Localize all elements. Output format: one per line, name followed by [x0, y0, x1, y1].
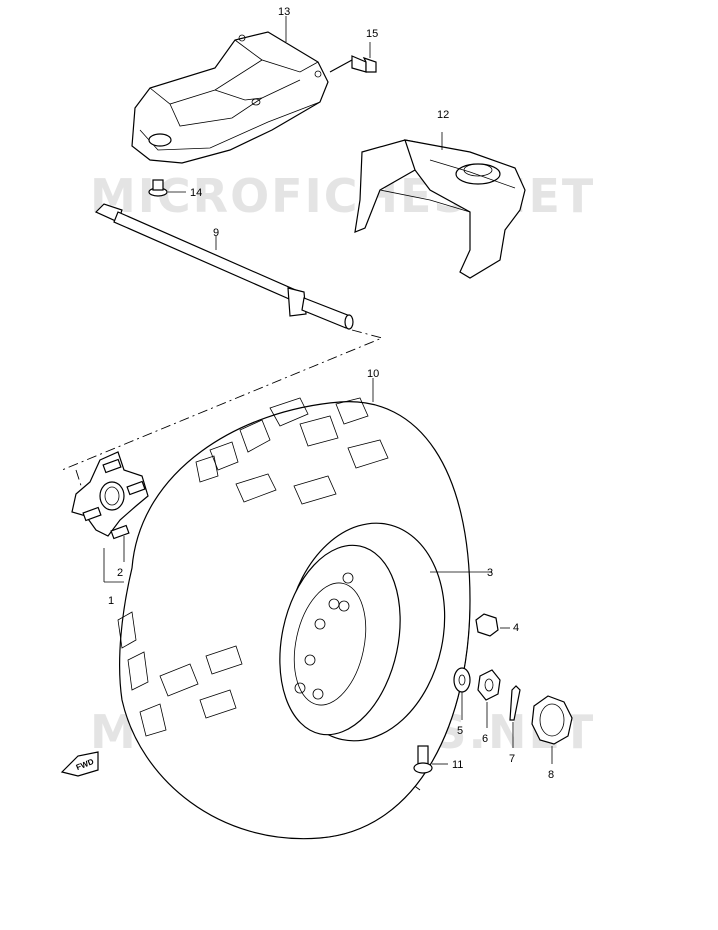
- washer-drawing: [453, 667, 471, 720]
- callout-8: 8: [548, 769, 554, 781]
- fwd-arrow-icon: FWD: [60, 751, 99, 777]
- wheel-nut-drawing: [475, 613, 510, 637]
- callout-7: 7: [509, 753, 515, 765]
- callout-3: 3: [487, 567, 493, 579]
- hub-drawing: [71, 451, 149, 583]
- castle-nut-drawing: [477, 669, 501, 728]
- callout-12: 12: [437, 109, 449, 121]
- callout-5: 5: [457, 725, 463, 737]
- axle-housing-cover-drawing: [131, 31, 329, 164]
- knuckle-bracket-drawing: [354, 132, 526, 279]
- callout-9: 9: [213, 227, 219, 239]
- callout-1: 1: [108, 595, 114, 607]
- alignment-line-1: [61, 329, 384, 471]
- bolt-15-drawing: [329, 42, 377, 73]
- hub-cap-drawing: [531, 695, 573, 764]
- callout-14: 14: [190, 187, 202, 199]
- callout-4: 4: [513, 622, 519, 634]
- bolt-14-drawing: [148, 179, 186, 197]
- drive-shaft-drawing: [94, 203, 354, 330]
- cotter-pin-drawing: [509, 685, 521, 748]
- callout-11: 11: [452, 759, 463, 771]
- callout-2: 2: [117, 567, 123, 579]
- callout-15: 15: [366, 28, 378, 40]
- valve-drawing: [413, 745, 448, 774]
- callout-10: 10: [367, 368, 379, 380]
- rim-drawing: [279, 522, 492, 742]
- callout-13: 13: [278, 6, 290, 18]
- callout-6: 6: [482, 733, 488, 745]
